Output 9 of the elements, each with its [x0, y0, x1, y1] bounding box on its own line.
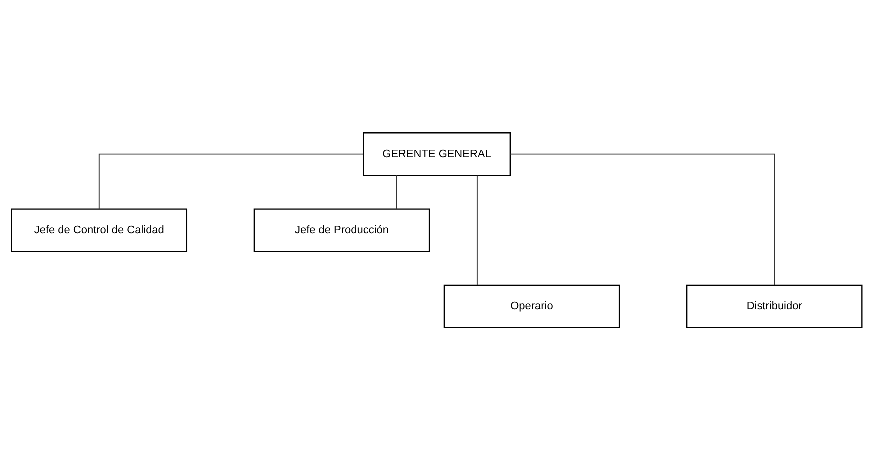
- node-box: GERENTE GENERAL: [363, 132, 511, 176]
- connector: [98, 154, 364, 210]
- connector: [510, 154, 776, 286]
- connector: [476, 175, 478, 286]
- node-box: Operario: [444, 284, 620, 328]
- node-box: Jefe de Producción: [254, 208, 430, 252]
- connector: [396, 175, 398, 210]
- node-box: Jefe de Control de Calidad: [11, 208, 188, 252]
- node-box: Distribuidor: [686, 284, 863, 328]
